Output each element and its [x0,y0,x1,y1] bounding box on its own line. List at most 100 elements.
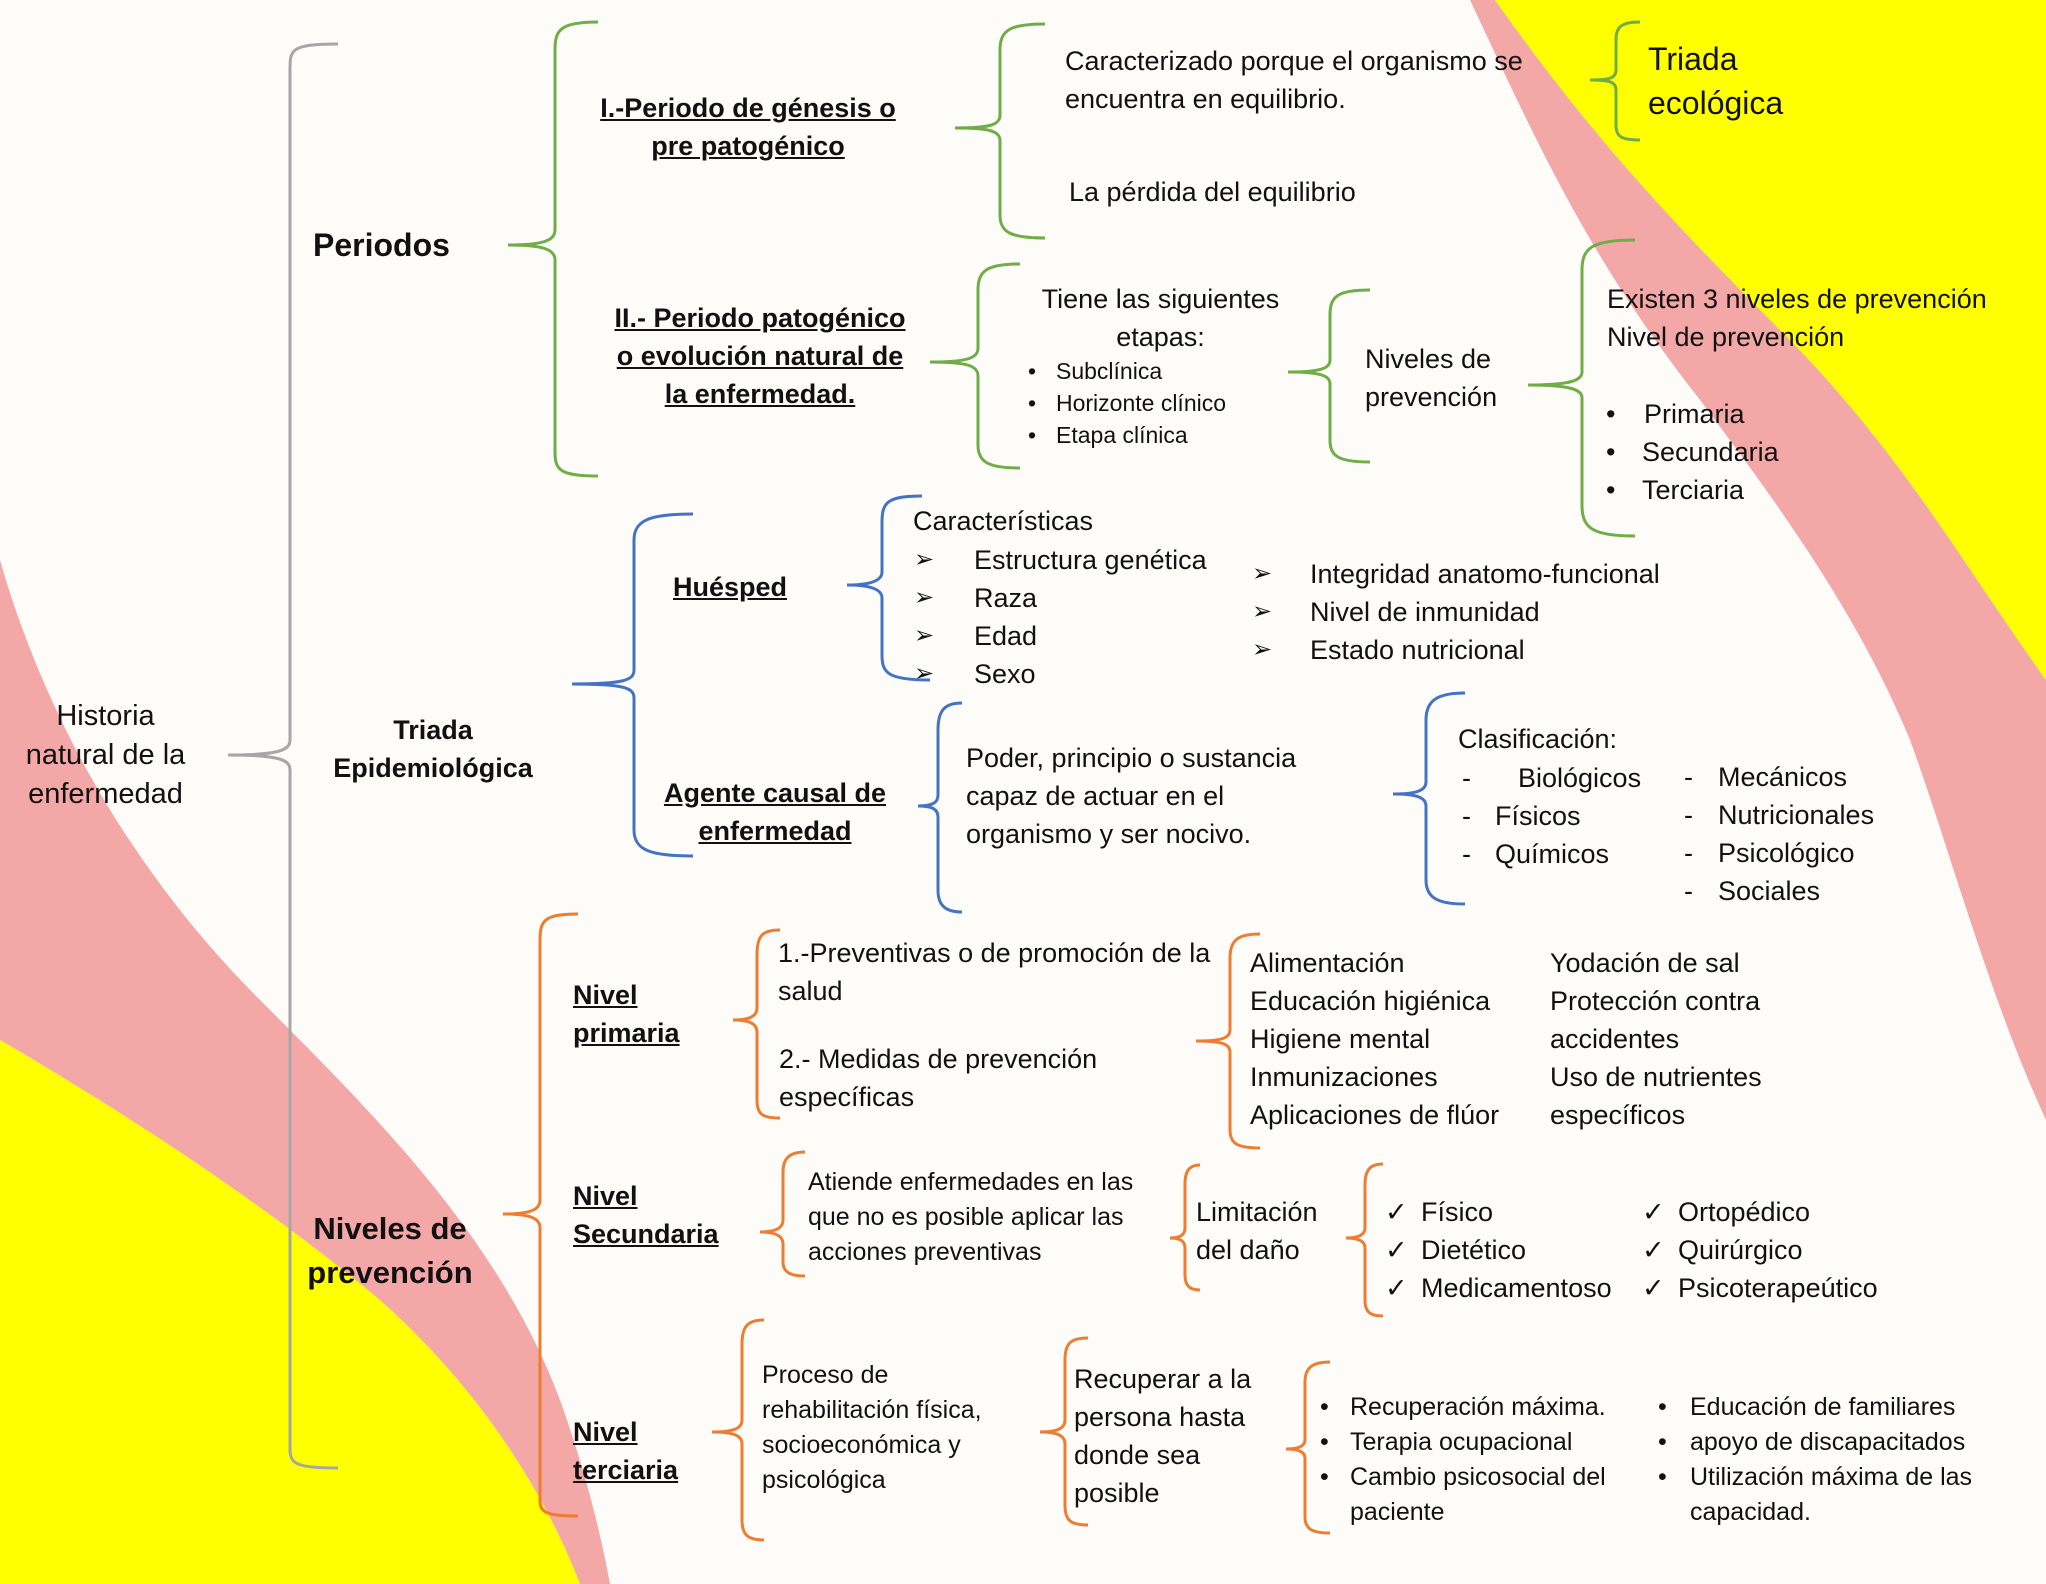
list-item: Ortopédico [1642,1193,1878,1231]
list-item: Recuperación máxima. [1316,1390,1646,1425]
list-item: Terapia ocupacional [1316,1425,1646,1460]
terciaria-brace [711,1318,765,1542]
niveles-title: Niveles de prevención [307,1211,473,1290]
clasificacion-title: Clasificación: [1458,724,1618,754]
terciaria-col-1: Recuperación máxima. Terapia ocupacional… [1316,1390,1646,1530]
secundaria-brace [759,1150,806,1278]
niveles-prevencion-label: Niveles de prevención [1365,344,1498,412]
list-item: Químicos [1460,835,1641,873]
list-item: Dietético [1385,1231,1612,1269]
list-item: Nivel de inmunidad [1252,593,1660,631]
clasificacion-col-2: Mecánicos Nutricionales Psicológico Soci… [1682,758,1874,910]
p2-brace [929,262,1021,470]
triada-title: Triada Epidemiológica [333,715,533,783]
list-item: Higiene mental [1250,1024,1431,1054]
primaria-list-brace [1195,932,1261,1150]
list-item: Yodación de sal [1550,948,1740,978]
list-item: Utilización máxima de las capacidad. [1654,1460,1984,1530]
secundaria-title: Nivel Secundaria [573,1181,719,1249]
primaria-brace [732,928,781,1120]
list-item: Horizonte clínico [1024,387,1226,419]
p1-desc-equilibrio: Caracterizado porque el organismo se enc… [1065,46,1523,114]
primaria-title: Nivel primaria [573,980,680,1048]
list-item: Sexo [914,655,1207,693]
list-item: Educación higiénica [1250,986,1491,1016]
primaria-col-1: Alimentación Educación higiénica Higiene… [1250,944,1499,1134]
limitacion-dano: Limitación del daño [1196,1197,1318,1265]
niveles-desc-1: Existen 3 niveles de prevención [1607,284,1987,314]
list-item: Protección contra accidentes [1550,986,1761,1054]
p1-brace [954,22,1046,240]
terciaria-title: Nivel terciaria [573,1417,679,1485]
root-title: Historia natural de la enfermedad [25,700,186,810]
list-item: Educación de familiares [1654,1390,1984,1425]
list-item: apoyo de discapacitados [1654,1425,1984,1460]
list-item: Aplicaciones de flúor [1250,1100,1500,1130]
list-item: Estructura genética [914,541,1207,579]
list-item: Secundaria [1602,433,1779,471]
niveles-list: Primaria Secundaria Terciaria [1602,395,1779,509]
triada-eco-brace [1589,20,1641,142]
p2-title: II.- Periodo patogénico o evolución natu… [614,303,906,409]
list-item: Alimentación [1250,948,1405,978]
p2-etapas-list: Subclínica Horizonte clínico Etapa clíni… [1024,355,1226,451]
list-item: Mecánicos [1682,758,1874,796]
niveles-desc-2: Nivel de prevención [1607,322,1845,352]
terciaria-col-2: Educación de familiares apoyo de discapa… [1654,1390,1984,1530]
limitacion-brace [1169,1163,1201,1292]
list-item: Edad [914,617,1207,655]
list-item: Sociales [1682,872,1874,910]
list-item: Nutricionales [1682,796,1874,834]
secundaria-desc: Atiende enfermedades en las que no es po… [808,1168,1134,1266]
huesped-list-1: Estructura genética Raza Edad Sexo [914,541,1207,693]
agente-brace [917,701,963,914]
list-item: Físicos [1460,797,1641,835]
primaria-col-2: Yodación de sal Protección contra accide… [1550,944,1810,1134]
list-item: Psicológico [1682,834,1874,872]
list-item: Uso de nutrientes específicos [1550,1062,1762,1130]
limitacion-list-brace [1345,1162,1384,1318]
clasificacion-col-1: Biológicos Físicos Químicos [1460,759,1641,873]
list-item: Raza [914,579,1207,617]
primaria-a: 1.-Preventivas o de promoción de la salu… [778,938,1211,1006]
periodos-brace [507,20,599,478]
list-item: Físico [1385,1193,1612,1231]
list-item: Quirúrgico [1642,1231,1878,1269]
p1-desc-perdida: La pérdida del equilibrio [1069,177,1356,207]
list-item: Inmunizaciones [1250,1062,1438,1092]
list-item: Primaria [1602,395,1779,433]
list-item: Biológicos [1460,759,1641,797]
list-item: Medicamentoso [1385,1269,1612,1307]
terciaria-desc: Proceso de rehabilitación física, socioe… [762,1361,982,1494]
p2-etapas-intro: Tiene las siguientes etapas: [1041,284,1280,352]
list-item: Etapa clínica [1024,419,1226,451]
list-item: Integridad anatomo-funcional [1252,555,1660,593]
agente-desc: Poder, principio o sustancia capaz de ac… [966,743,1297,849]
triada-brace [571,512,694,858]
p1-title: I.-Periodo de génesis o pre patogénico [600,93,896,161]
list-item: Terciaria [1602,471,1779,509]
primaria-b: 2.- Medidas de prevención específicas [779,1044,1098,1112]
list-item: Psicoterapeútico [1642,1269,1878,1307]
huesped-brace [846,494,931,682]
huesped-title: Huésped [673,572,788,602]
secundaria-col-1: Físico Dietético Medicamentoso [1385,1193,1612,1307]
secundaria-col-2: Ortopédico Quirúrgico Psicoterapeútico [1642,1193,1878,1307]
terciaria-list-brace [1285,1360,1331,1535]
niveles-prev-brace [502,912,579,1518]
root-brace [227,42,339,1470]
agente-title: Agente causal de enfermedad [663,778,887,846]
periodos-title: Periodos [313,227,450,263]
list-item: Subclínica [1024,355,1226,387]
list-item: Cambio psicosocial del paciente [1316,1460,1646,1530]
clasificacion-brace [1392,691,1466,906]
huesped-caracteristicas: Características [913,506,1094,536]
niveles-brace [1287,288,1371,464]
huesped-list-2: Integridad anatomo-funcional Nivel de in… [1252,555,1660,669]
recuperar-brace [1039,1336,1089,1527]
list-item: Estado nutricional [1252,631,1660,669]
niveles-desc-brace [1527,238,1636,538]
triada-ecologica: Triada ecológica [1648,41,1784,121]
terciaria-goal: Recuperar a la persona hasta donde sea p… [1074,1364,1252,1508]
